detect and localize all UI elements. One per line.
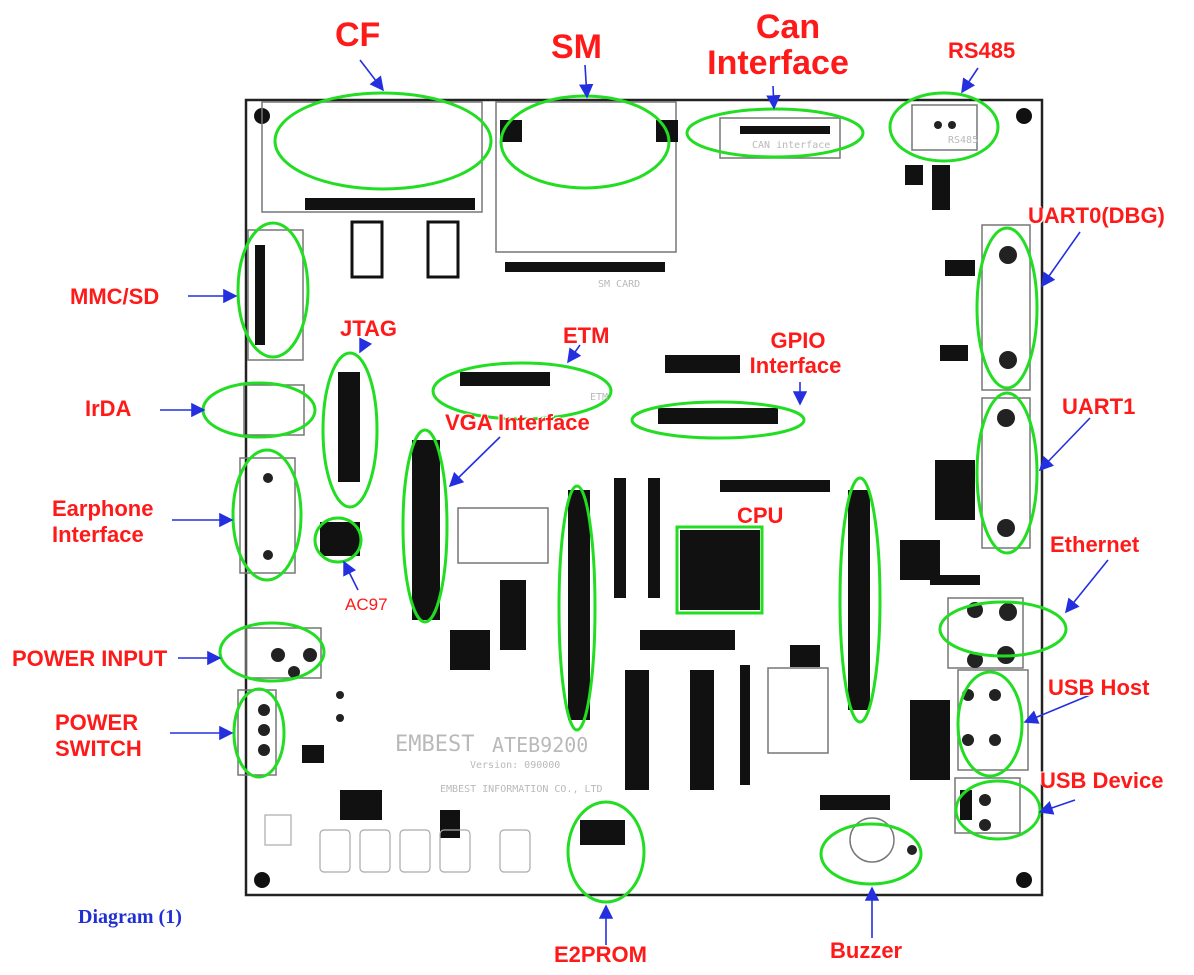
uart1-highlight bbox=[975, 391, 1039, 555]
label-power-switch-line1: POWER bbox=[55, 710, 139, 735]
rs485-arrow bbox=[961, 67, 979, 94]
label-gpio-line1: GPIO bbox=[770, 328, 826, 353]
label-irda: IrDA bbox=[85, 396, 132, 421]
label-power-switch-line2: SWITCH bbox=[55, 736, 142, 761]
label-e2prom: E2PROM bbox=[554, 942, 647, 967]
cpu-highlight bbox=[675, 525, 764, 615]
mount-hole bbox=[1016, 872, 1032, 888]
cf-arrow bbox=[359, 59, 384, 92]
etm-highlight bbox=[431, 361, 613, 421]
label-ethernet: Ethernet bbox=[1050, 532, 1140, 557]
ac97-arrow bbox=[343, 560, 359, 591]
board-vendor: EMBEST INFORMATION CO., LTD bbox=[440, 784, 603, 795]
uart0-connector bbox=[981, 224, 1031, 391]
label-power-input: POWER INPUT bbox=[12, 646, 168, 671]
ethernet-arrow bbox=[1064, 559, 1109, 614]
label-mmc-sd: MMC/SD bbox=[70, 284, 160, 309]
diagram-caption: Diagram (1) bbox=[78, 906, 182, 928]
e2prom-highlight bbox=[566, 800, 646, 904]
label-cpu: CPU bbox=[737, 503, 784, 528]
mmc-sd-slot bbox=[247, 229, 304, 361]
etm-arrow bbox=[567, 344, 582, 364]
buzzer-highlight bbox=[819, 822, 923, 886]
flash-module bbox=[767, 667, 829, 754]
ethernet-highlight bbox=[938, 600, 1068, 658]
silk-rs485: RS485 bbox=[948, 135, 979, 146]
label-etm: ETM bbox=[563, 323, 610, 348]
uart1-connector bbox=[981, 397, 1031, 549]
jtag-highlight bbox=[321, 351, 379, 509]
label-buzzer: Buzzer bbox=[830, 938, 903, 963]
uart0-highlight bbox=[975, 226, 1039, 390]
label-jtag: JTAG bbox=[340, 316, 398, 341]
label-rs485: RS485 bbox=[948, 38, 1016, 63]
label-gpio-line2: Interface bbox=[749, 353, 842, 378]
sm-arrow bbox=[579, 64, 594, 99]
mount-hole bbox=[254, 872, 270, 888]
silk-etm: ETM bbox=[590, 392, 609, 403]
silk-can: CAN interface bbox=[752, 140, 831, 151]
label-usb-host: USB Host bbox=[1048, 675, 1150, 700]
can-arrow bbox=[766, 85, 781, 110]
earphone-jacks bbox=[239, 457, 296, 574]
ac97-highlight bbox=[313, 516, 363, 564]
gpio-highlight bbox=[630, 400, 806, 440]
power-switch-highlight bbox=[232, 687, 286, 779]
power-input-jack bbox=[245, 627, 322, 679]
usb-host-arrow bbox=[1023, 694, 1091, 724]
mount-hole bbox=[1016, 108, 1032, 124]
sdram-left bbox=[457, 507, 549, 564]
mmc-sd-highlight bbox=[236, 221, 310, 359]
label-usb-device: USB Device bbox=[1040, 768, 1164, 793]
cf-socket bbox=[261, 101, 483, 213]
usb-host-highlight bbox=[956, 670, 1024, 778]
label-cf: CF bbox=[335, 16, 381, 54]
label-uart0: UART0(DBG) bbox=[1028, 203, 1165, 228]
uart1-arrow bbox=[1038, 417, 1091, 472]
sm-card-socket bbox=[495, 101, 677, 253]
board-version: Version: 090000 bbox=[470, 760, 561, 771]
label-earphone-line2: Interface bbox=[52, 522, 144, 547]
board-model: ATEB9200 bbox=[492, 733, 589, 757]
cf-highlight bbox=[273, 91, 493, 191]
rs485-connector bbox=[911, 104, 978, 151]
vga-arrow bbox=[448, 436, 501, 488]
label-earphone-line1: Earphone bbox=[52, 496, 154, 521]
label-sm: SM bbox=[551, 28, 602, 66]
label-ac97: AC97 bbox=[345, 595, 388, 614]
label-can-line2: Interface bbox=[707, 44, 849, 82]
jtag-arrow bbox=[359, 337, 373, 354]
right-bus-highlight bbox=[838, 476, 882, 724]
label-vga: VGA Interface bbox=[445, 410, 590, 435]
usb-device-arrow bbox=[1038, 799, 1076, 815]
board-brand: EMBEST bbox=[395, 732, 475, 757]
silk-sm: SM CARD bbox=[598, 279, 641, 290]
label-can-line1: Can bbox=[755, 8, 821, 46]
uart0-arrow bbox=[1041, 231, 1081, 288]
vga-highlight bbox=[401, 428, 449, 624]
left-bus-highlight bbox=[557, 484, 597, 732]
ethernet-jack bbox=[947, 597, 1024, 669]
label-uart1: UART1 bbox=[1062, 394, 1136, 419]
rs485-highlight bbox=[888, 91, 1000, 163]
